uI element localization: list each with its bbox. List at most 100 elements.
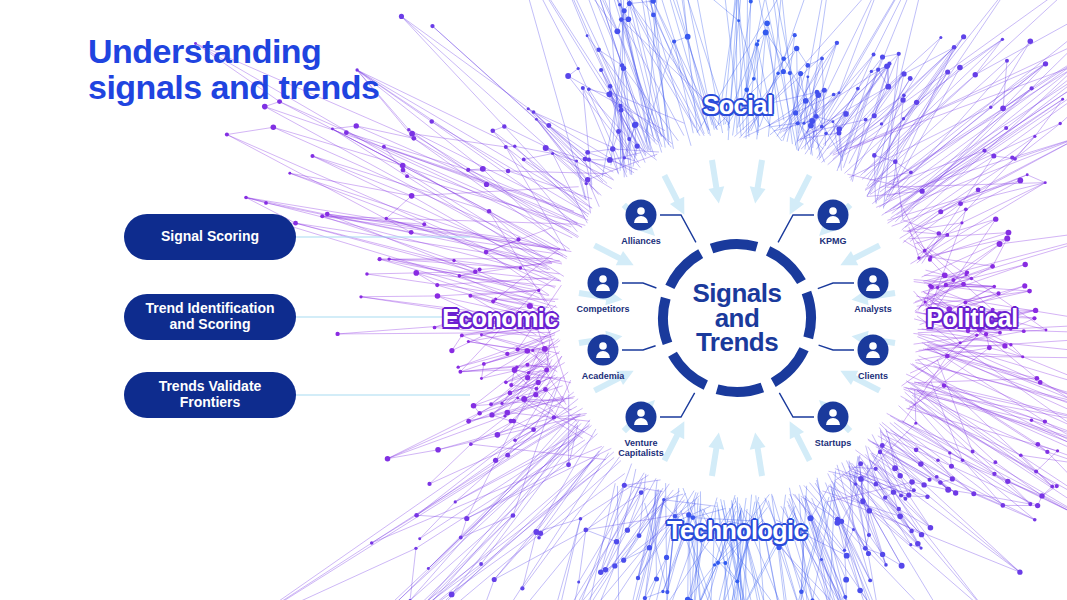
network-line xyxy=(265,107,543,258)
domain-label: Political xyxy=(926,304,1017,333)
network-line xyxy=(452,335,462,350)
network-line xyxy=(911,401,1003,506)
network-line xyxy=(806,87,888,133)
network-dot xyxy=(522,158,526,162)
network-line xyxy=(676,0,697,133)
network-dot xyxy=(409,193,415,199)
network-line xyxy=(923,227,1067,282)
network-dot xyxy=(878,450,882,454)
network-line xyxy=(799,94,833,142)
network-dot xyxy=(959,341,962,344)
pill-text: Trends Validate Frontiers xyxy=(136,379,284,410)
network-line xyxy=(827,95,904,148)
network-line xyxy=(545,519,581,600)
network-line xyxy=(542,0,587,36)
source-label: Academia xyxy=(571,372,635,382)
network-dot xyxy=(814,114,819,119)
network-dot xyxy=(458,370,462,374)
network-dot xyxy=(867,533,871,537)
network-dot xyxy=(909,529,914,534)
network-dot xyxy=(409,131,415,137)
network-dot xyxy=(467,340,470,343)
network-dot xyxy=(952,45,957,50)
inward-arrow xyxy=(662,174,685,215)
network-dot xyxy=(860,499,865,504)
network-dot xyxy=(1004,235,1010,241)
network-dot xyxy=(964,207,968,211)
icon-disc xyxy=(588,335,619,366)
network-line xyxy=(892,175,1028,227)
network-dot xyxy=(909,170,913,174)
network-dot xyxy=(1023,262,1028,267)
network-line xyxy=(885,137,1067,213)
network-dot xyxy=(633,122,638,127)
network-dot xyxy=(897,514,903,520)
network-line xyxy=(845,597,866,600)
network-line xyxy=(828,100,903,165)
network-dot xyxy=(909,479,915,485)
icon-leader xyxy=(778,215,814,242)
network-line xyxy=(607,0,673,149)
network-dot xyxy=(876,68,880,72)
network-dot xyxy=(781,56,786,61)
network-dot xyxy=(636,576,640,580)
network-line xyxy=(915,219,996,244)
network-dot xyxy=(996,291,1000,295)
network-line xyxy=(296,223,480,269)
network-line xyxy=(579,493,686,600)
network-dot xyxy=(335,332,339,336)
network-line xyxy=(885,498,921,548)
icon-disc xyxy=(858,268,889,299)
network-line xyxy=(257,424,590,600)
network-line xyxy=(965,293,998,302)
network-dot xyxy=(776,545,781,550)
network-dot xyxy=(452,259,455,262)
network-line xyxy=(876,469,901,496)
network-line xyxy=(585,159,592,190)
network-dot xyxy=(464,516,469,521)
network-dot xyxy=(1004,126,1008,130)
network-line xyxy=(417,392,574,515)
network-dot xyxy=(808,123,814,129)
network-line xyxy=(613,149,619,173)
network-line xyxy=(386,196,411,219)
network-line xyxy=(332,129,563,277)
network-dot xyxy=(901,71,906,76)
network-dot xyxy=(808,515,814,521)
network-dot xyxy=(908,76,913,81)
icon-glyph xyxy=(599,275,607,283)
network-line xyxy=(805,93,839,124)
network-dot xyxy=(484,182,489,187)
network-line xyxy=(881,432,949,490)
network-line xyxy=(389,259,549,296)
network-dot xyxy=(551,152,554,155)
network-line xyxy=(504,126,614,180)
network-dot xyxy=(975,334,978,337)
network-line xyxy=(817,478,900,600)
network-line xyxy=(467,374,540,519)
network-dot xyxy=(607,157,613,163)
network-line xyxy=(513,0,610,92)
network-line xyxy=(257,569,429,600)
network-dot xyxy=(919,532,924,537)
network-line xyxy=(975,39,1002,74)
network-dot xyxy=(713,563,716,566)
network-dot xyxy=(957,65,963,71)
icon-glyph xyxy=(829,207,837,215)
source-icon xyxy=(626,402,657,433)
network-dot xyxy=(1045,329,1048,332)
network-dot xyxy=(834,520,840,526)
network-line xyxy=(1035,99,1063,136)
network-line xyxy=(688,498,717,600)
network-line xyxy=(799,494,821,600)
network-line xyxy=(546,148,587,184)
network-dot xyxy=(603,567,609,573)
network-line xyxy=(863,501,886,564)
network-dot xyxy=(359,295,362,298)
network-line xyxy=(515,406,577,440)
network-dot xyxy=(433,326,437,330)
network-line xyxy=(694,0,738,21)
network-dot xyxy=(1035,503,1040,508)
domain-label: Technologic xyxy=(667,516,807,545)
network-dot xyxy=(480,377,483,380)
